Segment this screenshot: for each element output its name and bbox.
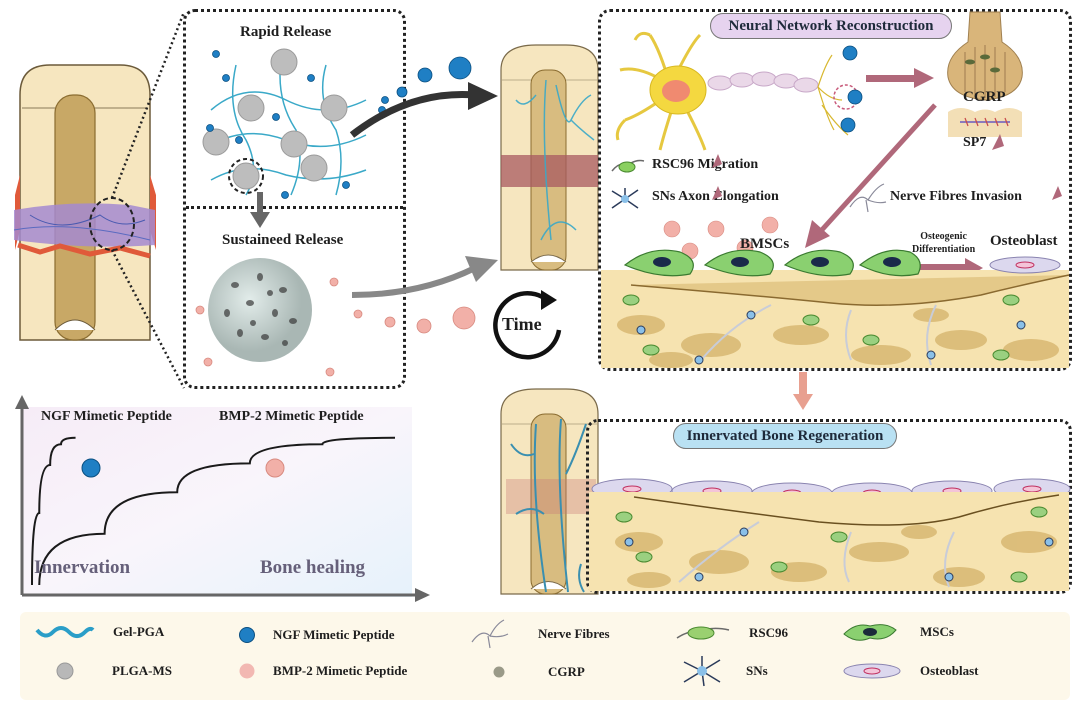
synapse-illustration — [947, 11, 1023, 137]
legend-item-plga-ms: PLGA-MS — [56, 662, 172, 680]
legend-item-gel-pga: Gel-PGA — [35, 624, 164, 640]
legend-label: PLGA-MS — [112, 663, 172, 678]
series-line-ngf — [31, 436, 76, 586]
legend-label: Nerve Fibres — [538, 626, 610, 641]
legend-item-cgrp: CGRP — [492, 664, 585, 680]
msc-cell-icon — [843, 624, 897, 641]
release-divider — [186, 206, 403, 209]
series-line-bmp2 — [38, 436, 396, 586]
chart-annotation-bone-healing: Bone healing — [260, 557, 366, 578]
sustained-release-title: Sustaineed Release — [222, 232, 344, 248]
regenerated-bone-illustration — [500, 388, 599, 595]
legend-label: BMP-2 Mimetic Peptide — [273, 663, 408, 678]
sp7-label: SP7 — [963, 135, 987, 150]
pink-sphere-icon — [239, 663, 255, 679]
legend-label: SNs — [746, 663, 768, 678]
y-axis-arrowhead — [15, 395, 29, 409]
osteogenic-differentiation-label: Osteogenic Differentiation — [912, 230, 975, 256]
legend-item-bmp2-peptide: BMP-2 Mimetic Peptide — [238, 662, 407, 680]
nerve-fibre-icon — [471, 619, 509, 649]
osteoblast-cell-neural — [989, 256, 1061, 274]
legend-label: Gel-PGA — [113, 624, 165, 639]
cgrp-to-bmscs-arrow — [805, 103, 937, 248]
neuron-illustration — [615, 31, 859, 151]
legend-label: NGF Mimetic Peptide — [273, 627, 395, 642]
ngf-particles — [381, 56, 472, 104]
bmscs-label: BMSCs — [740, 236, 790, 252]
legend-item-osteoblast: Osteoblast — [842, 662, 979, 680]
blue-sphere-icon — [239, 627, 255, 643]
rsc96-migration-label: RSC96 Migration — [652, 157, 759, 172]
chart-legend-ngf: NGF Mimetic Peptide — [41, 409, 172, 424]
sp7-up-arrow — [992, 134, 1004, 150]
down-arrow — [250, 192, 270, 228]
osteoblast-icon — [843, 663, 901, 679]
bone-matrix-regeneration — [589, 492, 1069, 591]
bmp2-peptide-marker — [265, 458, 285, 478]
legend-label: CGRP — [548, 664, 585, 679]
ngf-particles-neural — [840, 45, 863, 133]
fractured-bone-illustration — [13, 64, 156, 341]
legend-label: Osteoblast — [920, 663, 979, 678]
x-axis-arrowhead — [415, 588, 430, 602]
release-panel — [183, 9, 406, 389]
rsc96-cell-icon — [676, 626, 730, 640]
legend-item-nerve-fibres: Nerve Fibres — [470, 619, 610, 649]
bone-matrix-neural — [601, 270, 1070, 368]
sustained-release-arrow — [351, 256, 498, 298]
osteoblast-label: Osteoblast — [990, 233, 1058, 249]
innervated-bone-title: Innervated Bone Regeneration — [673, 423, 897, 449]
ngf-peptide-marker — [81, 458, 101, 478]
sn-icon — [611, 188, 639, 209]
nerve-fibres-invasion-label: Nerve Fibres Invasion — [890, 189, 1022, 204]
legend-item-mscs: MSCs — [842, 620, 954, 644]
down-arrow-to-regeneration — [793, 372, 813, 410]
time-cycle-arrow — [493, 290, 562, 360]
sn-cell-icon — [683, 656, 721, 687]
neural-network-title: Neural Network Reconstruction — [710, 13, 952, 39]
innervated-bone-panel — [586, 419, 1072, 594]
hydrogel-network-illustration — [202, 48, 386, 199]
chart-annotation-innervation: Innervation — [34, 557, 131, 578]
microsphere-icon — [56, 662, 74, 680]
healing-bone-illustration — [500, 44, 599, 271]
time-label: Time — [502, 314, 542, 334]
rsc96-icon — [611, 159, 645, 173]
osteogenic-line-1: Osteogenic — [920, 231, 967, 242]
neural-network-panel — [598, 9, 1072, 371]
wave-icon — [35, 626, 95, 638]
cgrp-dot-icon — [493, 666, 505, 678]
legend-label: MSCs — [920, 624, 954, 639]
osteogenic-line-2: Differentiation — [912, 244, 976, 255]
nerve-fibre-icon — [849, 183, 887, 213]
up-arrow-markers — [712, 154, 1062, 200]
bmsc-cells — [623, 249, 921, 277]
release-profile-chart — [15, 395, 430, 602]
rapid-release-title: Rapid Release — [240, 24, 332, 40]
zoom-connector-lines — [110, 11, 186, 389]
bmp2-particles — [195, 277, 476, 377]
cgrp-label: CGRP — [963, 89, 1006, 105]
plga-microsphere-illustration — [208, 258, 312, 362]
chart-legend-bmp2: BMP-2 Mimetic Peptide — [219, 409, 364, 424]
legend-item-ngf-peptide: NGF Mimetic Peptide — [238, 626, 395, 644]
legend-label: RSC96 — [749, 625, 789, 640]
arrow-to-cgrp — [866, 68, 934, 88]
rapid-release-arrow — [349, 82, 498, 138]
legend-item-rsc96: RSC96 — [675, 624, 788, 642]
legend-item-sns: SNs — [682, 656, 768, 687]
legend: Gel-PGA PLGA-MS NGF Mimetic Peptide BMP-… — [20, 612, 1070, 700]
